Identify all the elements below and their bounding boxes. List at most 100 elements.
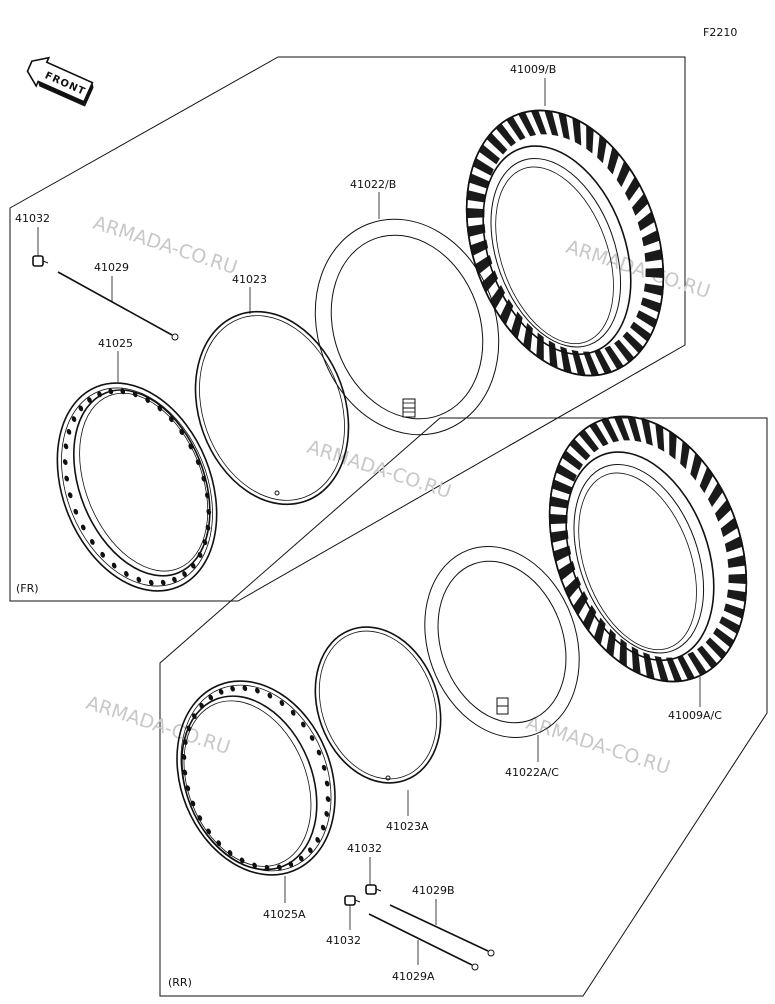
tread-block [582,604,597,632]
tread-block [726,589,747,602]
rear-rim-band-label: 41023A [386,820,429,833]
tread-block [643,652,655,680]
tread-block [523,322,533,352]
spoke-hole [206,509,212,515]
spoke-hole [252,862,257,869]
rear-tube-valve [496,697,509,715]
tread-block [578,429,599,453]
tread-block [727,555,746,568]
rear-section-label: (RR) [168,976,192,989]
tread-block [641,418,653,446]
diagram-code: F2210 [703,26,737,39]
spoke-hole [197,552,203,558]
spoke-hole [111,562,117,569]
spoke-hole [216,840,222,847]
tread-block [470,239,489,256]
rear-valve-bottom-label: 41032 [326,934,361,947]
spoke-hole [324,780,330,787]
rear-rim-band [314,626,442,784]
spoke-hole [89,539,95,545]
spoke-hole [160,579,166,586]
spoke-hole [288,861,294,868]
tread-block [644,249,663,262]
watermark-2: ARMADA-CO.RU [563,236,712,303]
rear-spoke-a-label: 41029A [392,970,435,983]
tread-block [550,530,569,543]
tread-block [720,517,738,537]
tread-block [719,616,740,634]
spoke-hole [157,405,163,412]
tread-block [641,230,660,247]
spoke-hole [100,551,106,558]
spoke-hole [230,685,235,692]
front-tube-valve [402,398,416,418]
tread-block [561,450,583,471]
spoke-hole [168,416,174,423]
tread-block [637,211,655,231]
rear-tube [424,545,580,739]
spoke-hole [204,492,210,499]
tread-block [467,224,486,237]
spoke-hole [80,524,86,531]
spoke-hole [67,492,73,499]
spoke-hole [63,443,69,450]
tread-block [669,431,677,460]
spoke-hole [320,824,326,831]
spoke-hole [62,459,68,465]
tread-block [690,452,703,481]
spoke-hole [64,475,70,482]
spoke-hole [255,687,260,694]
spoke-hole [132,391,138,398]
rear-rim [176,680,336,876]
tread-block [645,267,664,278]
tread-block [616,160,631,188]
rear-spoke-a [368,913,479,971]
spoke-hole [227,850,233,856]
front-direction-badge: FRONT [26,56,94,107]
spoke-hole [315,837,321,843]
tread-block [506,116,526,141]
spoke-hole [208,694,214,701]
front-rim-band-label: 41023 [232,273,267,286]
rear-spoke-b-label: 41029B [412,884,455,897]
spoke-hole [290,709,296,716]
tread-block [560,346,572,374]
tread-block [715,499,732,522]
spoke-hole [277,864,282,871]
spoke-hole [179,429,185,435]
front-rim-band [194,310,350,506]
spoke-hole [71,416,77,422]
rear-valve-bottom [344,895,361,906]
spoke-hole [206,828,211,835]
spoke-hole [145,397,150,403]
tread-block [676,655,695,680]
spoke-hole [202,539,208,546]
spoke-hole [218,688,224,695]
tread-block [564,576,581,599]
tread-block [544,110,559,137]
spoke-hole [136,576,142,583]
spoke-hole [264,864,270,871]
spoke-hole [172,576,177,583]
tread-block [680,440,690,470]
rear-tire [548,415,748,683]
rear-tube-label: 41022A/C [505,766,559,779]
spoke-hole [78,405,84,412]
tread-block [724,536,743,553]
spoke-hole [242,685,248,692]
tread-block [607,146,620,175]
tread-block [478,144,500,165]
spoke-hole [66,428,72,435]
watermark-3: ARMADA-CO.RU [304,436,453,503]
spoke-hole [316,749,322,756]
tread-block [625,176,640,201]
spoke-hole [309,735,315,741]
rear-valve-top-label: 41032 [347,842,382,855]
tread-block [569,438,591,461]
rear-spoke-b [389,904,495,957]
tread-block [486,132,508,155]
spoke-hole [108,388,114,395]
tread-block [655,423,665,452]
